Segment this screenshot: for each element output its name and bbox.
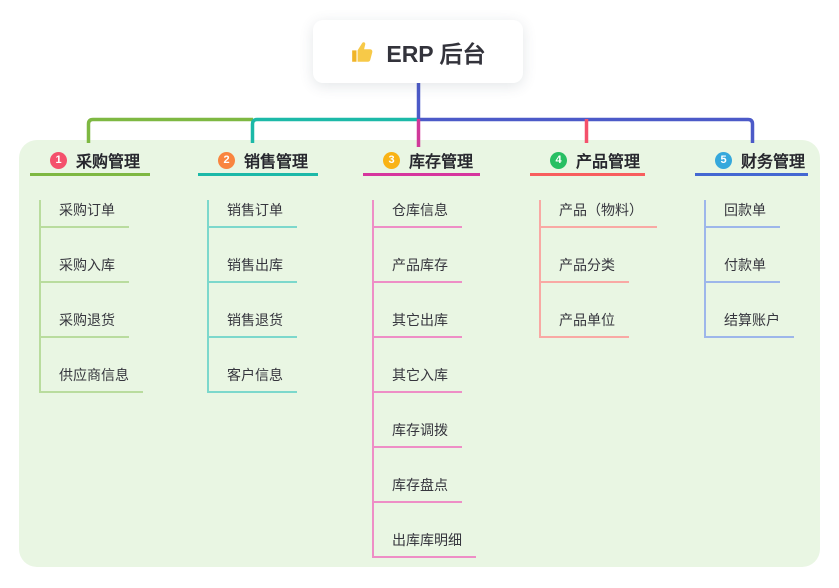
node-sales-return[interactable]: 销售退货 xyxy=(209,310,297,338)
node-other-outbound[interactable]: 其它出库 xyxy=(374,310,462,338)
node-other-inbound[interactable]: 其它入库 xyxy=(374,365,462,393)
branch-badge-4: 4 xyxy=(550,151,567,169)
node-sales-outbound[interactable]: 销售出库 xyxy=(209,255,297,283)
thumbs-up-icon xyxy=(350,39,376,65)
node-product-stock[interactable]: 产品库存 xyxy=(374,255,462,283)
branch-label: 采购管理 xyxy=(76,154,141,171)
node-product-category[interactable]: 产品分类 xyxy=(541,255,629,283)
branch-badge-3: 3 xyxy=(383,151,400,169)
node-purchase-return[interactable]: 采购退货 xyxy=(41,310,129,338)
branch-badge-5: 5 xyxy=(715,151,732,169)
branch-title-finance[interactable]: 5 财务管理 xyxy=(695,147,808,176)
node-customer-info[interactable]: 客户信息 xyxy=(209,365,297,393)
node-receipt-order[interactable]: 回款单 xyxy=(706,200,780,228)
branch-children-product: 产品（物料） 产品分类 产品单位 xyxy=(539,200,657,338)
node-stock-count[interactable]: 库存盘点 xyxy=(374,475,462,503)
node-product-material[interactable]: 产品（物料） xyxy=(541,200,657,228)
node-payment-order[interactable]: 付款单 xyxy=(706,255,780,283)
branch-children-sales: 销售订单 销售出库 销售退货 客户信息 xyxy=(207,200,318,393)
node-sales-order[interactable]: 销售订单 xyxy=(209,200,297,228)
branch-children-purchase: 采购订单 采购入库 采购退货 供应商信息 xyxy=(39,200,150,393)
node-supplier-info[interactable]: 供应商信息 xyxy=(41,365,143,393)
node-settlement-account[interactable]: 结算账户 xyxy=(706,310,794,338)
branch-finance: 5 财务管理 回款单 付款单 结算账户 xyxy=(695,147,808,338)
branch-badge-2: 2 xyxy=(218,151,235,169)
branch-badge-1: 1 xyxy=(50,151,67,169)
root-node[interactable]: ERP 后台 xyxy=(313,20,523,83)
root-label: ERP 后台 xyxy=(386,40,486,67)
branch-title-purchase[interactable]: 1 采购管理 xyxy=(30,147,150,176)
branch-label: 销售管理 xyxy=(244,154,309,171)
branch-label: 库存管理 xyxy=(409,154,474,171)
branch-children-finance: 回款单 付款单 结算账户 xyxy=(704,200,808,338)
branch-children-inventory: 仓库信息 产品库存 其它出库 其它入库 库存调拨 库存盘点 出库库明细 xyxy=(372,200,480,558)
branch-title-inventory[interactable]: 3 库存管理 xyxy=(363,147,480,176)
node-product-unit[interactable]: 产品单位 xyxy=(541,310,629,338)
branch-purchase: 1 采购管理 采购订单 采购入库 采购退货 供应商信息 xyxy=(30,147,150,393)
node-purchase-inbound[interactable]: 采购入库 xyxy=(41,255,129,283)
branches-panel xyxy=(19,140,820,567)
branch-inventory: 3 库存管理 仓库信息 产品库存 其它出库 其它入库 库存调拨 库存盘点 出库库… xyxy=(363,147,480,558)
node-outbound-detail[interactable]: 出库库明细 xyxy=(374,530,476,558)
node-stock-transfer[interactable]: 库存调拨 xyxy=(374,420,462,448)
branch-title-sales[interactable]: 2 销售管理 xyxy=(198,147,318,176)
node-warehouse-info[interactable]: 仓库信息 xyxy=(374,200,462,228)
branch-title-product[interactable]: 4 产品管理 xyxy=(530,147,645,176)
branch-sales: 2 销售管理 销售订单 销售出库 销售退货 客户信息 xyxy=(198,147,318,393)
branch-label: 产品管理 xyxy=(576,154,641,171)
branch-label: 财务管理 xyxy=(741,154,806,171)
branch-product: 4 产品管理 产品（物料） 产品分类 产品单位 xyxy=(530,147,657,338)
node-purchase-order[interactable]: 采购订单 xyxy=(41,200,129,228)
